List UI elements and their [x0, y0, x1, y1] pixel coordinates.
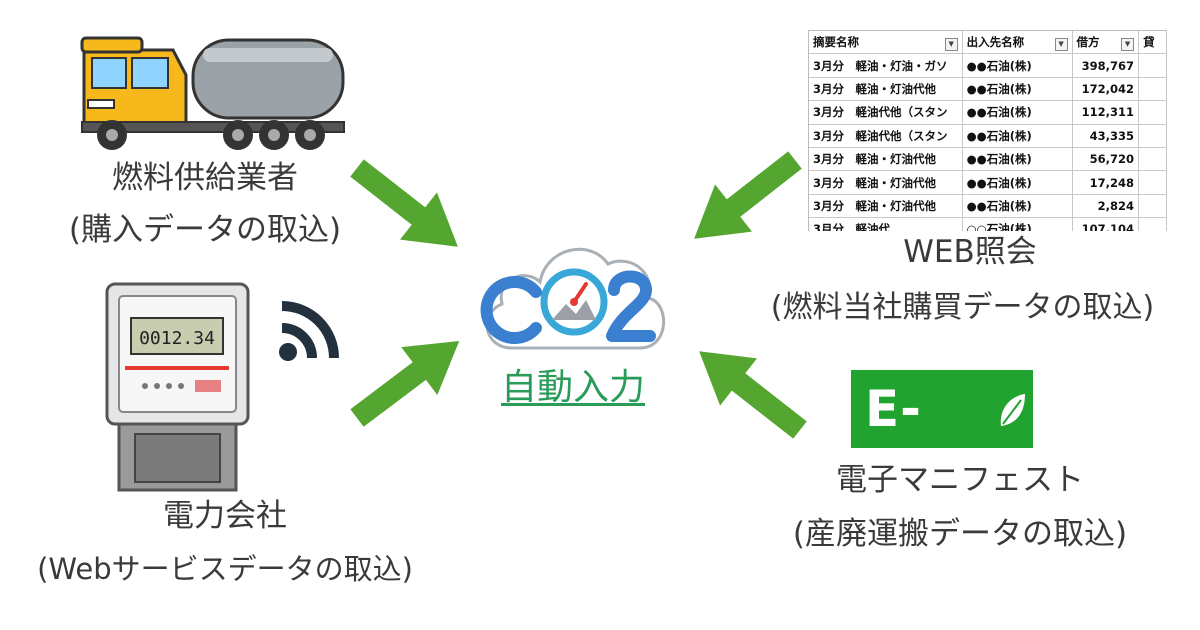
table-cell: 3月分 軽油代他（スタン [809, 124, 963, 148]
e-dam-logo-text: E-DAM [865, 380, 998, 516]
filter-dropdown-icon[interactable]: ▼ [944, 37, 958, 51]
fuel-supplier-subtitle: (購入データの取込) [68, 212, 342, 248]
co2-cloud-logo [480, 247, 665, 350]
tanker-truck-icon [80, 36, 345, 150]
table-row: 3月分 軽油・灯油代他●●石油(株)17,248 [809, 170, 1167, 195]
e-manifest-subtitle: (産廃運搬データの取込) [792, 516, 1128, 552]
table-row: 3月分 軽油代他（スタン●●石油(株)43,335 [809, 124, 1167, 148]
table-header-cell: 借方▼ [1072, 31, 1140, 55]
electric-meter-icon: 0012.34 [105, 282, 250, 492]
table-row: 3月分 軽油・灯油代他●●石油(株)2,824 [809, 194, 1167, 219]
table-header-row: 摘要名称▼ 出入先名称▼ 借方▼ 貸 [809, 31, 1167, 55]
power-company-subtitle: (Webサービスデータの取込) [37, 552, 413, 586]
table-cell: ●●石油(株) [962, 53, 1073, 78]
table-row: 3月分 軽油・灯油・ガソ●●石油(株)398,767 [809, 53, 1167, 78]
power-company-title: 電力会社 [163, 498, 287, 534]
table-cell: 3月分 軽油代他（スタン [809, 100, 963, 125]
table-header-cell: 貸 [1138, 31, 1167, 55]
table-cell: ●●石油(株) [962, 124, 1073, 148]
web-inquiry-title: WEB照会 [903, 234, 1037, 270]
arrow-from-web-inquiry [675, 136, 814, 263]
table-cell: 43,335 [1072, 124, 1140, 148]
table-cell: 3月分 軽油代 [809, 217, 963, 231]
meter-display-text: 0012.34 [139, 328, 215, 349]
table-cell: 3月分 軽油・灯油代他 [809, 194, 963, 219]
table-cell: 172,042 [1072, 77, 1140, 102]
table-cell: ●●石油(株) [962, 170, 1073, 195]
table-cell: ○○石油(株) [962, 217, 1073, 231]
table-cell: 56,720 [1072, 147, 1140, 172]
table-header-cell: 摘要名称▼ [809, 31, 963, 55]
table-cell: 17,248 [1072, 170, 1140, 195]
arrow-from-power-company [338, 317, 478, 442]
table-cell: 398,767 [1072, 53, 1140, 78]
e-manifest-title: 電子マニフェスト [836, 462, 1084, 498]
purchase-data-table: 摘要名称▼ 出入先名称▼ 借方▼ 貸 3月分 軽油・灯油・ガソ●●石油(株)39… [808, 30, 1167, 231]
table-cell: ●●石油(株) [962, 194, 1073, 219]
table-cell: ●●石油(株) [962, 147, 1073, 172]
table-row: 3月分 軽油・灯油代他●●石油(株)172,042 [809, 77, 1167, 102]
table-row: 3月分 軽油・灯油代他●●石油(株)56,720 [809, 147, 1167, 172]
table-cell: 3月分 軽油・灯油・ガソ [809, 53, 963, 78]
table-row: 3月分 軽油代他（スタン●●石油(株)112,311 [809, 100, 1167, 125]
table-cell: 3月分 軽油・灯油代他 [809, 77, 963, 102]
arrow-from-e-manifest [680, 327, 819, 454]
table-cell: ●●石油(株) [962, 100, 1073, 125]
fuel-supplier-title: 燃料供給業者 [112, 160, 298, 196]
arrow-from-fuel-supplier [338, 144, 477, 271]
filter-dropdown-icon[interactable]: ▼ [1121, 37, 1135, 51]
table-cell: ●●石油(株) [962, 77, 1073, 102]
table-cell: 3月分 軽油・灯油代他 [809, 147, 963, 172]
table-row: 3月分 軽油代○○石油(株)107,104 [809, 217, 1167, 231]
table-cell: 107,104 [1072, 217, 1140, 231]
table-cell: 112,311 [1072, 100, 1140, 125]
leaf-icon [1000, 394, 1025, 426]
web-inquiry-subtitle: (燃料当社購買データの取込) [770, 290, 1155, 325]
e-dam-logo: E-DAM [851, 370, 1033, 516]
table-header-cell: 出入先名称▼ [962, 31, 1073, 55]
auto-input-link[interactable]: 自動入力 [500, 367, 645, 408]
table-cell: 2,824 [1072, 194, 1140, 219]
table-cell: 3月分 軽油・灯油代他 [809, 170, 963, 195]
wifi-icon [279, 301, 339, 361]
filter-dropdown-icon[interactable]: ▼ [1054, 37, 1068, 51]
